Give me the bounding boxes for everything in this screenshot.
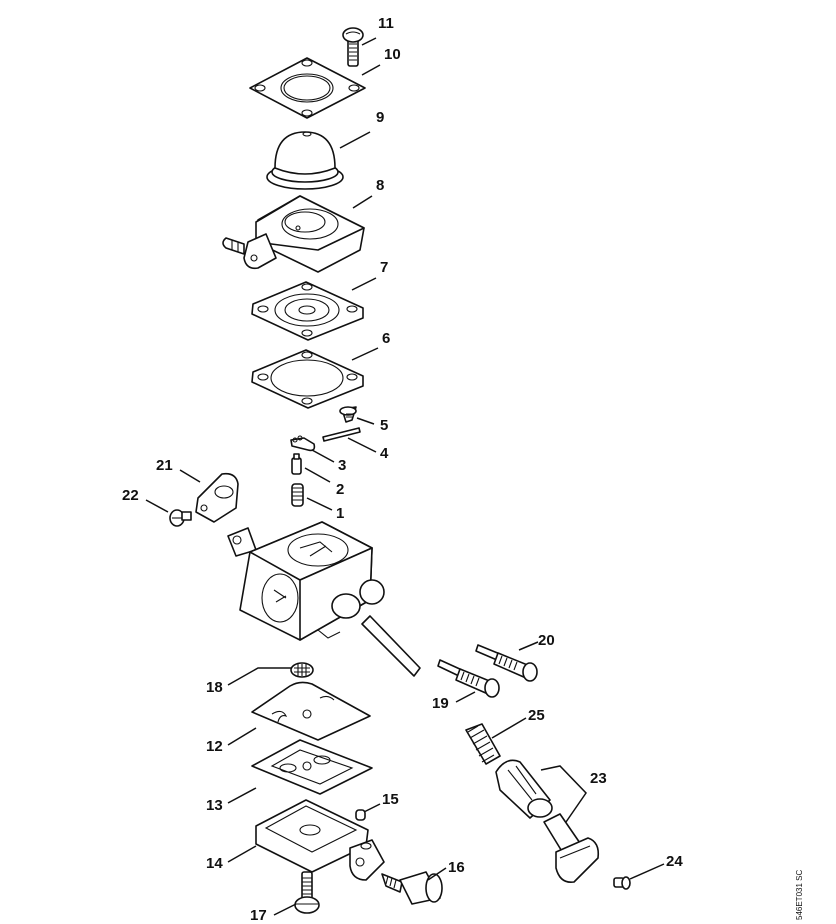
leader-23	[540, 765, 587, 823]
part-3-inlet-control-lever[interactable]	[290, 435, 316, 452]
callout-14[interactable]: 14	[206, 855, 223, 872]
callout-15[interactable]: 15	[382, 791, 399, 808]
callout-6[interactable]: 6	[382, 330, 390, 347]
leader-1	[306, 497, 333, 511]
part-19-adjusting-screw[interactable]	[437, 659, 500, 698]
part-20-adjusting-screw[interactable]	[475, 644, 538, 682]
part-16-fuel-fitting[interactable]	[381, 871, 443, 905]
callout-17[interactable]: 17	[250, 907, 267, 924]
callout-21[interactable]: 21	[156, 457, 173, 474]
leader-13	[227, 787, 257, 804]
part-21-clamp[interactable]	[195, 472, 239, 523]
leader-12	[227, 727, 257, 746]
callout-25[interactable]: 25	[528, 707, 545, 724]
callout-19[interactable]: 19	[432, 695, 449, 712]
part-23-choke-knob-assembly[interactable]	[495, 759, 600, 884]
leader-19	[455, 691, 476, 703]
callout-3[interactable]: 3	[338, 457, 346, 474]
callout-4[interactable]: 4	[380, 445, 389, 462]
leader-2	[304, 467, 331, 483]
leader-8	[352, 195, 373, 209]
callout-8[interactable]: 8	[376, 177, 384, 194]
leader-lines	[145, 37, 665, 916]
part-10-retaining-plate[interactable]	[249, 57, 366, 119]
leader-25	[491, 717, 527, 739]
leader-14	[227, 845, 257, 863]
part-17-screw[interactable]	[294, 871, 320, 914]
callout-20[interactable]: 20	[538, 632, 555, 649]
leader-11	[361, 37, 377, 46]
carburetor-body[interactable]	[227, 521, 421, 677]
callout-11[interactable]: 11	[378, 15, 394, 32]
callout-2[interactable]: 2	[336, 481, 344, 498]
part-11-screw[interactable]	[342, 27, 364, 67]
leader-24	[629, 863, 665, 880]
part-13-gasket[interactable]	[251, 739, 373, 795]
leader-22	[145, 499, 169, 513]
callout-16[interactable]: 16	[448, 859, 465, 876]
part-15-plug[interactable]	[355, 809, 366, 821]
leader-6	[351, 347, 379, 361]
callout-24[interactable]: 24	[666, 853, 683, 870]
part-9-purge-bulb[interactable]	[266, 131, 344, 190]
part-2-inlet-needle[interactable]	[291, 453, 302, 475]
part-6-gasket[interactable]	[251, 349, 364, 409]
part-5-screw[interactable]	[339, 406, 357, 423]
leader-10	[361, 64, 381, 76]
part-14-end-cover[interactable]	[255, 799, 385, 881]
callout-7[interactable]: 7	[380, 259, 388, 276]
callout-23[interactable]: 23	[590, 770, 607, 787]
leader-21	[179, 469, 201, 483]
callout-5[interactable]: 5	[380, 417, 388, 434]
part-1-spring[interactable]	[291, 483, 304, 507]
part-25-spring[interactable]	[465, 723, 501, 765]
part-24-screw[interactable]	[613, 876, 631, 890]
callout-labels: 11 10 9 8 7 6 5 4 3 2 1 21 22 20 19 25 2…	[122, 15, 683, 924]
reference-code: 546ET031 SC	[795, 870, 804, 920]
part-22-screw[interactable]	[169, 509, 192, 527]
callout-10[interactable]: 10	[384, 46, 401, 63]
callout-1[interactable]: 1	[336, 505, 344, 522]
part-7-metering-diaphragm[interactable]	[251, 281, 364, 341]
leader-20	[518, 641, 539, 651]
leader-16	[427, 867, 447, 881]
leader-18	[227, 667, 292, 686]
part-8-pump-housing[interactable]	[222, 195, 365, 273]
leader-3	[311, 449, 335, 463]
callout-18[interactable]: 18	[206, 679, 223, 696]
leader-5	[356, 417, 375, 425]
callout-12[interactable]: 12	[206, 738, 223, 755]
callout-13[interactable]: 13	[206, 797, 223, 814]
part-18-strainer[interactable]	[290, 662, 314, 678]
leader-9	[339, 131, 371, 149]
part-12-pump-diaphragm[interactable]	[251, 681, 371, 741]
leader-7	[351, 277, 377, 291]
part-4-spindle[interactable]	[322, 427, 361, 442]
callout-9[interactable]: 9	[376, 109, 384, 126]
leader-4	[347, 437, 377, 453]
callout-22[interactable]: 22	[122, 487, 139, 504]
leader-15	[363, 803, 381, 813]
leader-17	[273, 903, 297, 916]
